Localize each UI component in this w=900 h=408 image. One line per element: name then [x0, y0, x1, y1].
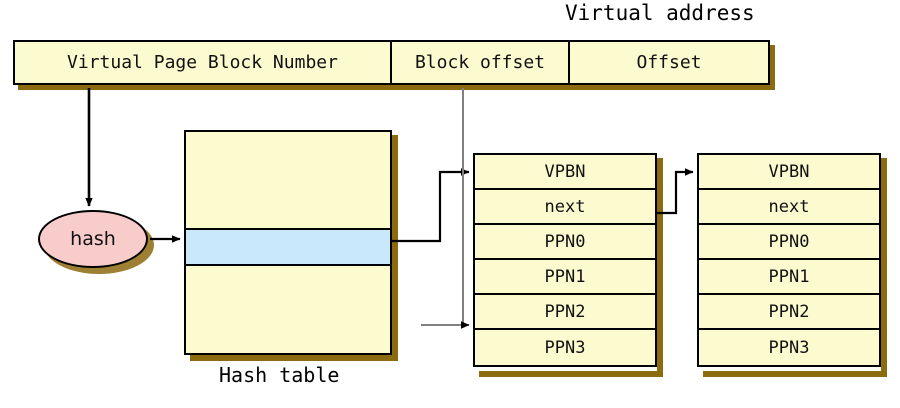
entry-table-2-row-ppn1: PPN1 — [699, 260, 879, 295]
wire-bucket-to-entry1-vpbn — [392, 168, 470, 243]
wire-entry1-next-to-entry2-vpbn — [657, 168, 694, 215]
virtual-address-bar-shadow-bottom — [18, 85, 775, 90]
entry-table-2-row-ppn3: PPN3 — [699, 330, 879, 365]
hash-table-selected-bucket — [186, 228, 390, 266]
virtual-address-title: Virtual address — [565, 1, 755, 25]
wire-block-offset-to-entry1-ppn2 — [421, 88, 470, 329]
field-block-offset: Block offset — [392, 42, 570, 83]
hash-node: hash — [38, 210, 148, 268]
field-offset: Offset — [636, 52, 702, 73]
entry-table-2-row-ppn0: PPN0 — [699, 225, 879, 260]
entry-table-2: VPBN next PPN0 PPN1 PPN2 PPN3 — [697, 153, 881, 367]
entry-table-1-shadow-right — [657, 158, 663, 377]
entry-table-1-row-next: next — [475, 190, 655, 225]
virtual-address-bar-shadow-right — [770, 45, 775, 90]
entry-table-1-row-ppn2: PPN2 — [475, 295, 655, 330]
entry-table-1-row-ppn1: PPN1 — [475, 260, 655, 295]
entry-table-2-shadow-bottom — [703, 371, 887, 377]
hash-table-shadow-right — [392, 135, 398, 360]
entry-table-2-row-vpbn: VPBN — [699, 155, 879, 190]
hash-table — [184, 130, 392, 355]
hash-table-shadow-bottom — [190, 355, 398, 361]
field-virtual-page-block-number: Virtual Page Block Number — [15, 42, 392, 83]
entry-table-1-row-ppn0: PPN0 — [475, 225, 655, 260]
entry-table-2-row-ppn2: PPN2 — [699, 295, 879, 330]
virtual-address-bar: Virtual Page Block Number Block offset O… — [13, 40, 770, 85]
entry-table-1-shadow-bottom — [479, 371, 663, 377]
entry-table-2-shadow-right — [881, 158, 887, 377]
entry-table-1-row-vpbn: VPBN — [475, 155, 655, 190]
hash-table-caption: Hash table — [219, 363, 340, 387]
entry-table-2-row-next: next — [699, 190, 879, 225]
entry-table-1: VPBN next PPN0 PPN1 PPN2 PPN3 — [473, 153, 657, 367]
entry-table-1-row-ppn3: PPN3 — [475, 330, 655, 365]
